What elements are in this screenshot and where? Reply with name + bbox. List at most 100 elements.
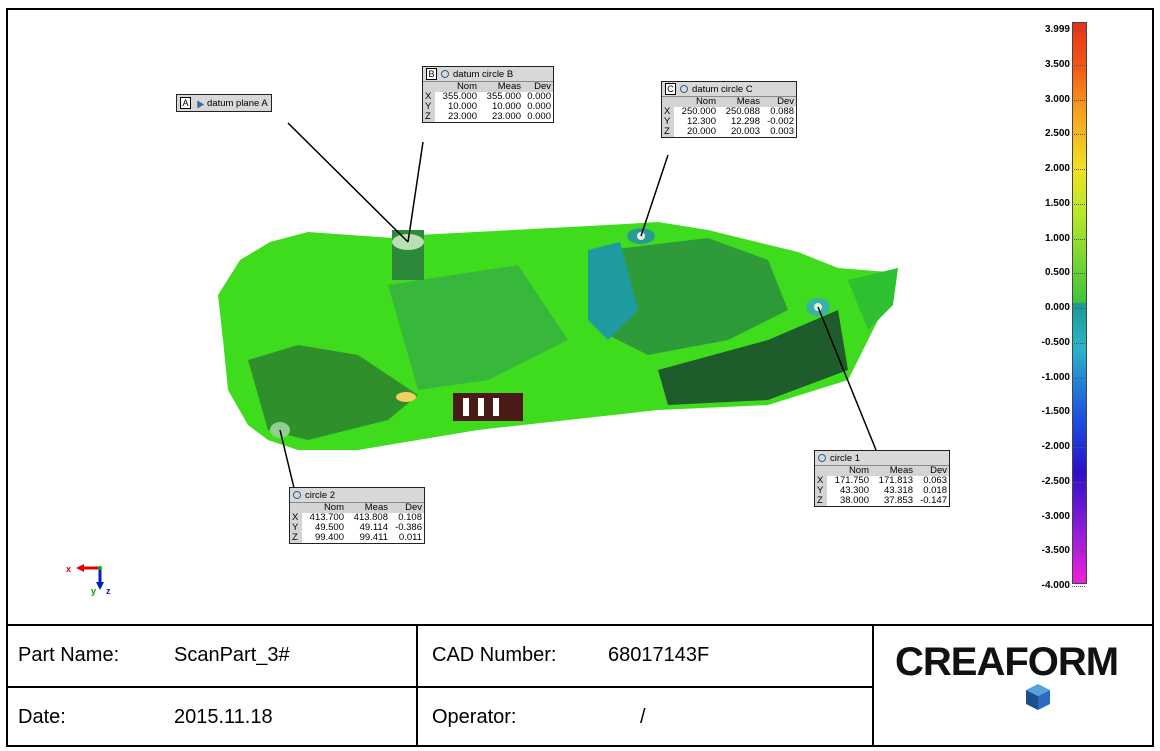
datum-plane-icon <box>193 97 205 109</box>
dev-value: 0.088 <box>770 106 794 117</box>
dev-value: 0.000 <box>527 91 551 102</box>
circle-feature-icon <box>818 454 826 462</box>
scale-tick-mark <box>1072 377 1085 379</box>
dev-value: 0.063 <box>923 475 947 486</box>
callout-title: datum plane A <box>207 97 268 109</box>
leader-line-1 <box>817 306 877 451</box>
axis-label: X <box>423 92 435 102</box>
nom-value: 99.400 <box>314 532 344 543</box>
scale-tick-label: -3.000 <box>1041 510 1070 522</box>
scale-tick-mark <box>1072 169 1085 170</box>
circle-feature-icon <box>680 85 688 93</box>
col-header-meas: Meas <box>346 503 390 513</box>
nom-value: 171.750 <box>834 475 869 486</box>
operator-value: / <box>640 706 646 728</box>
callout-datum-plane-a[interactable]: A datum plane A <box>176 94 272 112</box>
axis-label: Y <box>423 102 435 112</box>
report-footer <box>0 616 1154 747</box>
triad-y-label: y <box>91 586 97 596</box>
axis-label: Y <box>662 117 674 127</box>
datum-letter-badge: B <box>426 68 437 80</box>
scale-tick-label: -1.500 <box>1041 406 1070 418</box>
callout-title: circle 1 <box>830 452 861 464</box>
scale-tick-mark <box>1072 586 1085 587</box>
scale-tick-label: -2.000 <box>1041 441 1070 452</box>
part-shadow-front <box>248 345 418 440</box>
leader-line-a <box>287 122 409 243</box>
axis-label: Z <box>423 112 435 122</box>
leader-line-c <box>640 154 669 237</box>
scale-tick-mark <box>1072 238 1085 240</box>
col-header-meas: Meas <box>479 82 523 92</box>
part-cyan-edge <box>588 242 638 340</box>
dev-value: 0.003 <box>770 126 794 137</box>
nom-value: 10.000 <box>447 101 477 112</box>
callout-title: datum circle B <box>453 68 514 80</box>
scale-tick-label: -3.500 <box>1041 545 1070 557</box>
axis-label: Z <box>290 533 302 543</box>
cad-number-label: CAD Number: <box>432 644 557 666</box>
circle-feature-icon <box>441 70 449 78</box>
leader-line-2 <box>279 429 296 493</box>
scale-tick-mark <box>1072 342 1085 344</box>
scale-tick-mark <box>1072 273 1085 275</box>
axis-triad-icon: x y z <box>66 562 126 602</box>
col-header-nom: Nom <box>435 82 479 92</box>
meas-value: 355.000 <box>486 91 521 102</box>
dev-value: 0.000 <box>527 111 551 122</box>
scale-tick-mark <box>1072 412 1085 414</box>
nom-value: 20.000 <box>686 126 716 137</box>
scale-tick-label: -0.500 <box>1041 336 1070 348</box>
col-header-nom: Nom <box>302 503 346 513</box>
dev-value: 0.011 <box>398 532 422 543</box>
datum-letter-badge: C <box>665 83 676 95</box>
meas-value: 49.114 <box>359 522 388 533</box>
scale-tick-label: 0.000 <box>1044 302 1070 313</box>
meas-value: 20.003 <box>730 126 760 137</box>
leader-line-b <box>407 141 424 243</box>
scale-tick-label: 3.999 <box>1044 24 1070 35</box>
col-header-dev: Dev <box>762 97 796 107</box>
col-header-nom: Nom <box>674 97 718 107</box>
scale-tick-label: 0.500 <box>1044 267 1070 279</box>
scale-tick-label: 1.500 <box>1044 197 1070 209</box>
dev-value: 0.108 <box>398 512 422 523</box>
scale-tick-label: 3.000 <box>1044 93 1070 105</box>
dev-value: -0.002 <box>767 116 794 127</box>
meas-value: 171.813 <box>878 475 913 486</box>
axis-label: X <box>662 107 674 117</box>
part-shadow-right <box>658 310 848 405</box>
meas-value: 43.318 <box>883 485 913 496</box>
meas-value: 413.808 <box>353 512 388 523</box>
creaform-cube-icon <box>1026 684 1050 710</box>
cad-number-value: 68017143F <box>608 644 710 666</box>
part-right-tip <box>848 268 898 330</box>
col-header-meas: Meas <box>871 466 915 476</box>
part-name-label: Part Name: <box>18 644 120 666</box>
triad-z-label: z <box>106 586 111 596</box>
nom-value: 23.000 <box>447 111 477 122</box>
meas-value: 10.000 <box>491 101 521 112</box>
scale-tick-label: 3.500 <box>1044 58 1070 70</box>
scale-tick-label: 2.000 <box>1044 163 1070 174</box>
scale-tick-label: -1.000 <box>1041 371 1070 383</box>
scale-tick-mark <box>1072 551 1085 553</box>
nom-value: 38.000 <box>839 495 869 506</box>
part-cone-right <box>598 238 788 355</box>
scale-tick-label: 1.000 <box>1044 232 1070 244</box>
